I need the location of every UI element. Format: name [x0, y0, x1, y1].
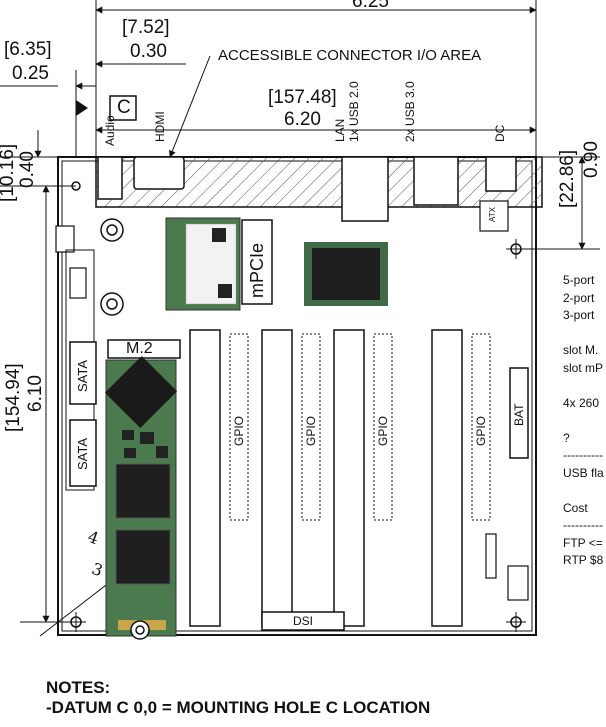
mount-hole-tl	[71, 181, 81, 191]
side-note-line: slot mP	[563, 360, 604, 375]
usb3-label: 2x USB 3.0	[403, 81, 417, 142]
side-note-line: RTP $8	[563, 553, 604, 567]
standoff-1-inner	[106, 224, 118, 236]
battery-holder	[509, 367, 529, 459]
sata-label-1: SATA	[75, 359, 90, 392]
gpio-label-2: GPIO	[304, 415, 318, 446]
mpcie-qr-1	[212, 228, 226, 242]
gpio-label-1: GPIO	[232, 415, 246, 446]
notes-heading: NOTES:	[46, 678, 111, 697]
audio-label: Audio	[103, 115, 117, 146]
bat-label: BAT	[512, 403, 526, 426]
side-note-line: 5-port	[563, 273, 595, 287]
side-note-line: 4x 260	[563, 395, 600, 410]
m2-small-chip-2	[140, 432, 154, 444]
mpcie-slot-label	[241, 219, 273, 305]
dim-height-mm: [154.94]	[3, 363, 24, 432]
side-note-line: 2-port	[563, 290, 595, 305]
datum-triangle	[76, 100, 88, 116]
realtek-chip-core	[312, 248, 380, 300]
m2-slot-label	[107, 339, 181, 359]
io-leader	[169, 55, 211, 158]
side-note-line: slot M.	[563, 343, 599, 357]
gpio-header-1-dotted	[229, 333, 249, 521]
atx-connector	[479, 200, 509, 232]
dim-io-mm: [157.48]	[268, 87, 337, 108]
m2-controller	[104, 355, 178, 429]
hdmi-label: HDMI	[153, 111, 167, 142]
side-note-line: USB fla	[563, 465, 604, 480]
standoff-2-inner	[106, 298, 118, 310]
left-header	[69, 267, 87, 299]
gpio-header-4-dotted	[471, 333, 491, 521]
usb3-connector	[413, 156, 459, 206]
audio-connector	[97, 156, 123, 200]
gpio-header-2	[261, 329, 293, 627]
dc-connector	[485, 156, 517, 192]
small-connector-right	[507, 565, 529, 601]
side-note-line: FTP <=	[563, 535, 603, 550]
io-area-label: ACCESSIBLE CONNECTOR I/O AREA	[218, 47, 482, 64]
m2-label: M.2	[126, 340, 153, 357]
m2-screw	[130, 620, 150, 640]
small-header-right	[485, 533, 497, 579]
dim-offset-in: 0.30	[130, 41, 167, 62]
lan-connector	[341, 156, 389, 222]
dim-height-in: 6.10	[25, 375, 46, 412]
notes-line-1: -DATUM C 0,0 = MOUNTING HOLE C LOCATION	[46, 698, 431, 717]
m2-screw-inner	[135, 625, 145, 635]
dc-label: DC	[493, 124, 507, 142]
side-note-line: ----------	[563, 448, 603, 462]
gpio-header-1	[189, 329, 221, 627]
atx-label: ATX	[488, 207, 497, 222]
dim-left-mm: [6.35]	[4, 39, 52, 60]
hdmi-connector	[133, 156, 185, 190]
gpio-label-4: GPIO	[474, 415, 488, 446]
side-note-line	[563, 412, 606, 430]
standoff-1	[100, 218, 124, 242]
datum-box	[109, 95, 137, 121]
gpio-label-3: GPIO	[376, 415, 390, 446]
side-note-line: 3-port	[563, 308, 595, 322]
dim-conn-mm: [22.86]	[557, 149, 578, 208]
standoff-2	[100, 292, 124, 316]
notes-block: NOTES: -DATUM C 0,0 = MOUNTING HOLE C LO…	[46, 678, 430, 718]
side-note-line: ----------	[563, 518, 603, 532]
mpcie-label: mPCIe	[247, 242, 267, 298]
diag-leader	[39, 581, 111, 637]
side-note-line	[563, 482, 606, 500]
side-note-line: Cost	[563, 500, 588, 515]
datum-letter: C	[117, 97, 131, 118]
m2-flash-1	[115, 463, 171, 519]
gpio-header-3	[333, 329, 365, 627]
side-note-line: ?	[563, 430, 570, 445]
gpio-header-4	[431, 329, 463, 627]
gpio-header-3-dotted	[373, 333, 393, 521]
dim-offset-mm: [7.52]	[122, 17, 170, 38]
m2-small-chip-1	[122, 430, 134, 440]
dim-conn-in: 0.90	[581, 141, 602, 178]
dim-left-in: 0.25	[12, 63, 49, 84]
dsi-label: DSI	[293, 614, 314, 628]
side-notes: 5-port 2-port 3-port slot M. slot mP 4x …	[563, 272, 606, 570]
m2-small-chip-4	[124, 448, 136, 458]
mpcie-qr-2	[218, 284, 232, 298]
lan-label: LAN	[333, 118, 347, 142]
side-note-line	[563, 325, 606, 343]
dim-overall-width: 6.25	[352, 0, 389, 12]
side-note-line	[563, 377, 606, 395]
dsi-connector	[261, 611, 345, 631]
sata-connector-2	[69, 419, 97, 487]
m2-flash-2	[115, 529, 171, 585]
dim-edge-in: 0.40	[17, 151, 38, 188]
sata-connector-1	[69, 341, 97, 405]
usb2-label: 1x USB 2.0	[347, 81, 361, 142]
dim-edge-mm: [10.16]	[0, 143, 18, 202]
m2-small-chip-3	[156, 446, 168, 458]
left-connector-small	[55, 225, 75, 253]
gpio-header-2-dotted	[301, 333, 321, 521]
dim-io-in: 6.20	[284, 109, 321, 130]
sata-label-2: SATA	[75, 437, 90, 470]
